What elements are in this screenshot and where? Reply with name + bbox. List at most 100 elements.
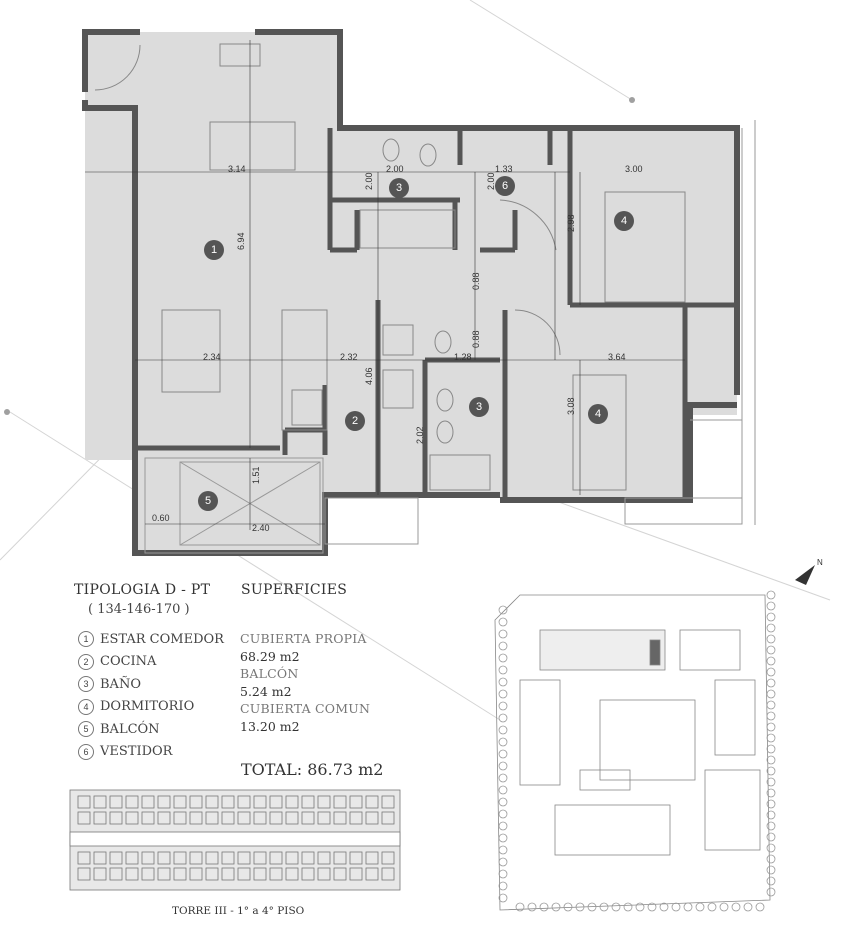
balcony-outlines xyxy=(144,120,756,554)
tower-unit-cell xyxy=(125,851,139,865)
room-marker-label: 3 xyxy=(396,182,402,194)
tower-unit-cell xyxy=(237,851,251,865)
tree-icon xyxy=(498,821,508,831)
tower-unit-cell xyxy=(141,811,155,825)
dimension-lines xyxy=(85,40,685,530)
tower-unit-cell xyxy=(189,811,203,825)
dim-label: 2.00 xyxy=(486,172,496,190)
tower-unit-cell xyxy=(333,867,347,881)
tower-unit-cell xyxy=(349,795,363,809)
tree-icon xyxy=(498,653,508,663)
tower-unit-cell xyxy=(109,795,123,809)
tower-unit-cell xyxy=(125,867,139,881)
tower-unit-cell xyxy=(301,795,315,809)
tree-icon xyxy=(766,601,776,611)
furniture xyxy=(94,43,686,491)
tower-unit-cell xyxy=(317,811,331,825)
tower-unit-cell xyxy=(141,795,155,809)
north-arrow-icon: N xyxy=(795,558,823,585)
room-markers: 1 2 3 4 4 5 6 3 xyxy=(198,176,634,511)
tower-unit-cell xyxy=(221,851,235,865)
tower-unit-cell xyxy=(317,867,331,881)
legend-label: COCINA xyxy=(100,654,157,670)
dim-label: 2.40 xyxy=(252,523,270,533)
tower-unit-cell xyxy=(93,867,107,881)
tower-unit-cell xyxy=(141,851,155,865)
tower-unit-cell xyxy=(205,795,219,809)
tree-icon xyxy=(498,725,508,735)
tree-icon xyxy=(587,902,597,912)
tower-unit-cell xyxy=(173,811,187,825)
tower-unit-cell xyxy=(237,811,251,825)
tower-unit-cell xyxy=(301,867,315,881)
dim-label: 6.94 xyxy=(236,232,246,250)
tower-unit-cell xyxy=(77,795,91,809)
balcon-value: 5.24 m2 xyxy=(240,683,292,699)
tower-unit-cell xyxy=(285,851,299,865)
room-marker-label: 4 xyxy=(595,408,601,420)
tower-unit-cell xyxy=(173,795,187,809)
tree-icon xyxy=(766,766,776,776)
tower-unit-cell xyxy=(253,851,267,865)
room-marker-label: 6 xyxy=(502,180,508,192)
tree-icon xyxy=(731,902,741,912)
tower-unit-cell xyxy=(221,867,235,881)
tower-unit-cell xyxy=(109,867,123,881)
tower-unit-cell xyxy=(365,795,379,809)
tower-unit-cell xyxy=(157,851,171,865)
tree-icon xyxy=(766,799,776,809)
tree-icon xyxy=(551,902,561,912)
dim-label: 2.02 xyxy=(415,426,425,444)
tree-icon xyxy=(498,749,508,759)
tower-unit-cell xyxy=(221,795,235,809)
tower-unit-cell xyxy=(205,851,219,865)
tree-icon xyxy=(623,902,633,912)
tower-unit-cell xyxy=(365,811,379,825)
tree-icon xyxy=(766,821,776,831)
tree-icon xyxy=(683,902,693,912)
tree-icon xyxy=(498,689,508,699)
tower-unit-cell xyxy=(365,851,379,865)
dim-label: 3.14 xyxy=(228,164,246,174)
tree-icon xyxy=(766,810,776,820)
cubierta-propia-label: CUBIERTA PROPIA xyxy=(240,631,367,646)
tower-unit-cell xyxy=(157,811,171,825)
dim-label: 3.64 xyxy=(608,352,626,362)
tree-icon xyxy=(755,902,765,912)
tower-unit-cell xyxy=(77,867,91,881)
tower-unit-cell xyxy=(349,811,363,825)
tipologia-units: ( 134-146-170 ) xyxy=(88,602,190,617)
tower-unit-cell xyxy=(381,811,395,825)
tower-unit-cell xyxy=(189,867,203,881)
balcon-label: BALCÓN xyxy=(240,666,299,681)
tree-icon xyxy=(766,590,776,600)
legend-number: 1 xyxy=(78,631,94,648)
tree-icon xyxy=(635,902,645,912)
room-marker-label: 5 xyxy=(205,495,211,507)
tower-unit-cell xyxy=(173,851,187,865)
superficies-title: SUPERFICIES xyxy=(241,582,348,598)
tower-unit-cell xyxy=(109,811,123,825)
dim-label: 2.00 xyxy=(386,164,404,174)
tree-icon xyxy=(498,869,508,879)
tower-unit-cell xyxy=(333,795,347,809)
tree-icon xyxy=(766,854,776,864)
legend-number: 3 xyxy=(78,676,94,693)
tree-icon xyxy=(766,667,776,677)
tree-icon xyxy=(498,701,508,711)
tower-unit-cell xyxy=(381,795,395,809)
dim-label: 4.06 xyxy=(364,367,374,385)
tower-unit-cell xyxy=(269,795,283,809)
tower-unit-cell xyxy=(269,851,283,865)
tower-unit-cell xyxy=(93,851,107,865)
tower-unit-cell xyxy=(301,851,315,865)
tree-icon xyxy=(498,761,508,771)
tree-icon xyxy=(498,785,508,795)
legend-item: 1 ESTAR COMEDOR xyxy=(78,628,224,651)
legend-label: ESTAR COMEDOR xyxy=(100,631,224,647)
tower-unit-cell xyxy=(237,795,251,809)
